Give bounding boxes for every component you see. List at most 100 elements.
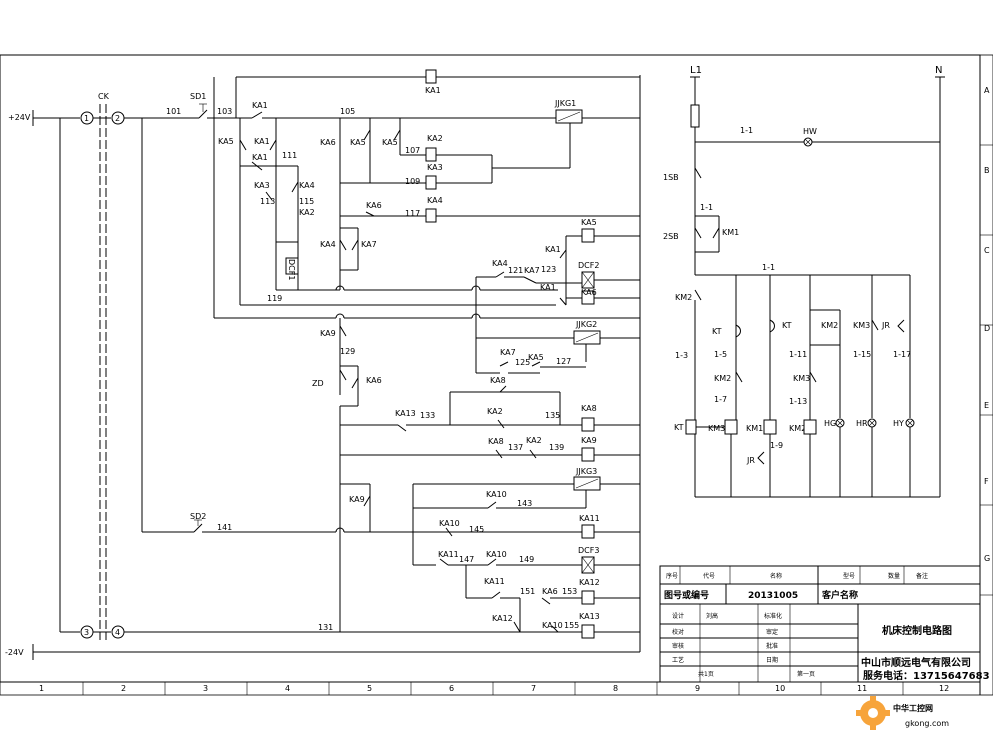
review-label: 审定 [766,628,778,636]
wire-125: 125 [515,358,530,367]
ka3-coil [425,175,437,190]
ka4-contact-label: KA4 [320,240,336,249]
ka3-coil-label: KA3 [427,163,443,172]
ka5-contact-label: KA5 [382,138,398,147]
col-label: 5 [367,684,372,693]
ka8-coil-label: KA8 [581,404,597,413]
col-label: 11 [857,684,867,693]
dcf3-label: DCF3 [578,546,599,555]
title-header-note: 备注 [916,572,928,580]
ka5-contact-label: KA5 [350,138,366,147]
negative-supply-label: -24V [5,648,24,657]
col-label: 1 [39,684,44,693]
row-label: C [984,246,990,255]
col-label: 7 [531,684,536,693]
2sb-label: 2SB [663,232,679,241]
ka13-contact-label: KA13 [395,409,416,418]
wire-1-1: 1-1 [700,203,713,212]
mains-circuit: L1 N 1-1 HW 1SB 1-1 2SB KM1 1-1 KM2 1-3 … [663,65,945,498]
ka4-coil-label: KA4 [427,196,443,205]
row-label: G [984,554,990,563]
ka1-contact-label: KA1 [254,137,270,146]
jjkg2-label: JJKG2 [575,320,597,329]
jr-contact-label: JR [881,321,890,330]
column-labels: 1 2 3 4 5 6 7 8 9 10 11 12 [39,684,949,693]
ka12-coil [581,590,595,605]
km1-coil [763,419,777,435]
wire-1-11: 1-11 [789,350,807,359]
col-label: 12 [939,684,949,693]
designer-name: 刘高 [706,612,718,620]
ka11-contact-label: KA11 [484,577,505,586]
ka13-coil-label: KA13 [579,612,600,621]
km2-contact-label: KM2 [714,374,731,383]
ka2-coil [425,147,437,162]
col-label: 3 [203,684,208,693]
wire-1-1: 1-1 [740,126,753,135]
jjkg1-label: JJKG1 [554,99,576,108]
ka10-contact-label: KA10 [486,490,507,499]
col-label: 4 [285,684,290,693]
wire-131: 131 [318,623,333,632]
fuse [690,104,700,128]
watermark-text: 中华工控网 [893,703,933,713]
km2-coil [803,419,817,435]
wire-1-17: 1-17 [893,350,911,359]
kt-coil [685,419,697,435]
ka4-contact-label: KA4 [299,181,315,190]
title-header-code: 代号 [703,572,715,580]
ka6-contact-label: KA6 [366,376,382,385]
approve-label: 批准 [766,642,778,650]
ka4-contact-label: KA4 [492,259,508,268]
ka2-contact-label: KA2 [487,407,503,416]
col-label: 6 [449,684,454,693]
ka7-contact-label: KA7 [361,240,377,249]
ka2-contact-label: KA2 [299,208,315,217]
wire-135: 135 [545,411,560,420]
col-label: 10 [775,684,785,693]
wire-147: 147 [459,555,474,564]
ka5-coil-label: KA5 [581,218,597,227]
sd2-label: SD2 [190,512,206,521]
wire-1-3: 1-3 [675,351,688,360]
col-label: 2 [121,684,126,693]
ka1-contact-label: KA1 [540,283,556,292]
ka7-contact-label: KA7 [524,266,540,275]
ka1-contact-label: KA1 [252,153,268,162]
wire-129: 129 [340,347,355,356]
wire-137: 137 [508,443,523,452]
hr-label: HR [856,419,868,428]
customer-label: 客户名称 [821,589,858,601]
ka1-coil [425,69,437,84]
wire-1-9: 1-9 [770,441,783,450]
terminal-1: 1 [84,114,89,123]
sd1-label: SD1 [190,92,206,101]
hg-label: HG [824,419,836,428]
gear-logo-icon [856,696,890,730]
ka5-contact-label: KA5 [218,137,234,146]
supply-rails: +24V 1 2 3 4 CK -24V [5,75,641,660]
ka12-coil-label: KA12 [579,578,600,587]
wire-1-1: 1-1 [762,263,775,272]
ka8-contact-label: KA8 [488,437,504,446]
ka9-coil [581,447,595,462]
service-phone: 服务电话：13715647683 [863,669,990,682]
wire-127: 127 [556,357,571,366]
n-label: N [935,65,942,76]
ka12-contact-label: KA12 [492,614,513,623]
ck-label: CK [98,92,110,101]
wire-153: 153 [562,587,577,596]
ka6-coil-label: KA6 [581,288,597,297]
ka7-contact-label: KA7 [500,348,516,357]
row-labels: A B C D E F G [984,86,990,563]
wire-151: 151 [520,587,535,596]
l1-label: L1 [690,65,702,76]
wire-119: 119 [267,294,282,303]
row-label: B [984,166,990,175]
row-label: E [984,401,989,410]
company-name: 中山市顺远电气有限公司 [861,656,971,669]
check-label: 校对 [672,628,684,636]
col-label: 9 [695,684,700,693]
ka1-coil-label: KA1 [425,86,441,95]
